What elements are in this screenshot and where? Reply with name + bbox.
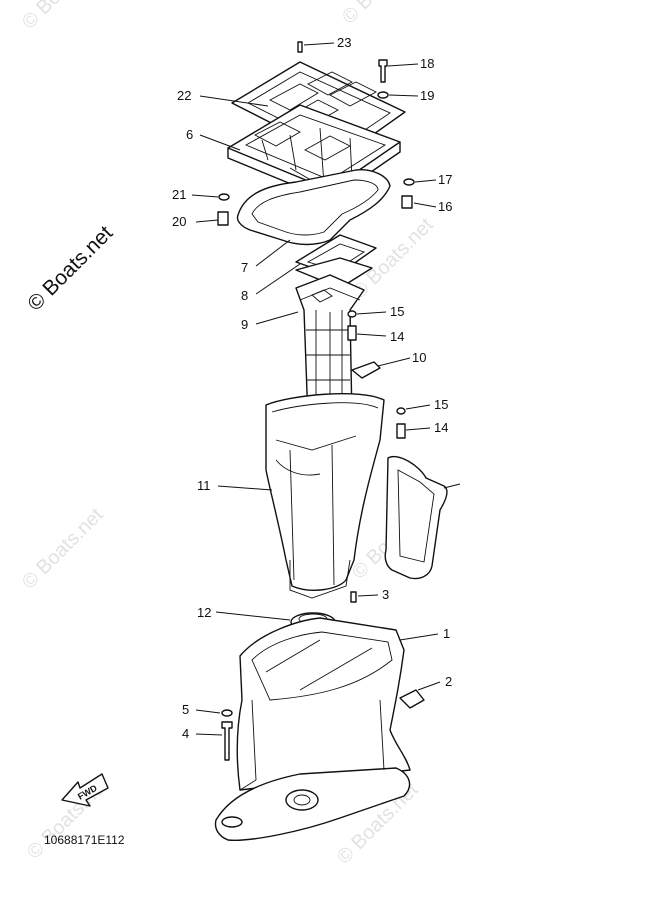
hardware-fasteners: [217, 41, 415, 761]
callout-7: 7: [241, 260, 248, 275]
callout-8: 8: [241, 288, 248, 303]
callout-16: 16: [438, 199, 452, 214]
callout-15-lower: 15: [434, 397, 448, 412]
callout-2: 2: [445, 674, 452, 689]
callout-1: 1: [443, 626, 450, 641]
part-2-plug: [399, 689, 425, 709]
callout-4: 4: [182, 726, 189, 741]
part-7-gasket: [236, 169, 391, 246]
watermark-top-center: © Boats.net: [338, 0, 428, 29]
part-11-upper-casing: [265, 393, 385, 599]
part-10-clip: [351, 361, 381, 379]
diagram-reference-code: 10688171E112: [44, 833, 125, 847]
callout-9: 9: [241, 317, 248, 332]
callout-22: 22: [177, 88, 191, 103]
callout-15-upper: 15: [390, 304, 404, 319]
part-1-lower-casing: [214, 617, 411, 841]
callout-3: 3: [382, 587, 389, 602]
leader-lines: [191, 42, 461, 736]
callout-17: 17: [438, 172, 452, 187]
callout-5: 5: [182, 702, 189, 717]
callout-11: 11: [197, 478, 211, 493]
callout-12: 12: [197, 605, 211, 620]
part-8-gasket: [295, 234, 377, 289]
callout-10: 10: [412, 350, 426, 365]
callout-19: 19: [420, 88, 434, 103]
callout-14-upper: 14: [390, 329, 404, 344]
watermark-top-left: © Boats.net: [18, 0, 108, 34]
watermark-main: © Boats.net: [23, 221, 117, 315]
callout-23: 23: [337, 35, 351, 50]
callout-6: 6: [186, 127, 193, 142]
callout-14-lower: 14: [434, 420, 448, 435]
callout-numbers: 23 18 19 22 6 17 21 16 20 7 8 15 9 14 10…: [172, 35, 452, 741]
fwd-arrow-icon: FWD: [61, 773, 109, 807]
callout-20: 20: [172, 214, 186, 229]
watermark-mid-left: © Boats.net: [18, 504, 108, 594]
callout-18: 18: [420, 56, 434, 71]
part-11-side-seal: [384, 455, 448, 580]
callout-21: 21: [172, 187, 186, 202]
